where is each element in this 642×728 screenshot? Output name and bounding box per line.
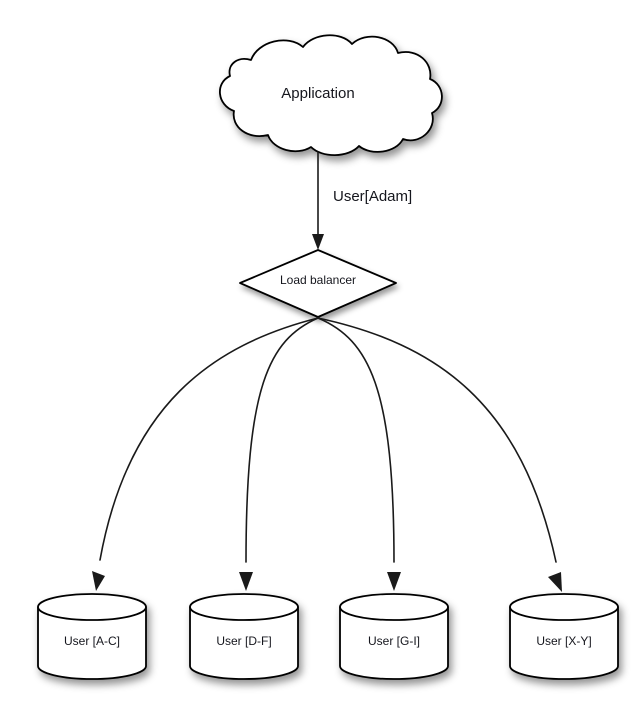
cloud-icon [219, 34, 443, 157]
database-cylinder-icon [189, 593, 299, 680]
node-application[interactable]: Application [219, 34, 443, 157]
db-shard-0[interactable]: User [A-C] [37, 593, 147, 680]
load-balancer-label: Load balancer [280, 273, 356, 287]
arrow-head-icon [92, 571, 105, 591]
db-shard-1[interactable]: User [D-F] [189, 593, 299, 680]
database-cylinder-icon [37, 593, 147, 680]
edge-lb-to-db-1-curve [245, 317, 319, 563]
database-cylinder-icon [509, 593, 619, 680]
db-shard-2[interactable]: User [G-I] [339, 593, 449, 680]
node-load-balancer[interactable]: Load balancer [239, 249, 397, 318]
application-label: Application [281, 85, 354, 102]
edge-lb-to-db-0[interactable] [92, 317, 319, 591]
edge-lb-to-db-2[interactable] [317, 317, 401, 591]
edge-lb-to-db-3[interactable] [317, 317, 562, 592]
arrow-head-icon [312, 234, 324, 250]
db-shard-3-label: User [X-Y] [536, 634, 591, 648]
db-shard-2-label: User [G-I] [368, 634, 420, 648]
edge-app-to-load-balancer[interactable]: User[Adam] [312, 151, 412, 250]
edge-lb-to-db-1[interactable] [239, 317, 319, 591]
edge-lb-to-db-3-curve [317, 317, 557, 563]
db-shard-1-label: User [D-F] [216, 634, 271, 648]
db-shard-0-label: User [A-C] [64, 634, 120, 648]
edge-lb-to-db-2-curve [317, 317, 395, 563]
arrow-head-icon [387, 572, 401, 591]
arrow-head-icon [548, 572, 562, 592]
db-shard-3[interactable]: User [X-Y] [509, 593, 619, 680]
arrow-head-icon [239, 572, 253, 591]
database-cylinder-icon [339, 593, 449, 680]
diamond-icon [239, 249, 397, 318]
edge-lb-to-db-0-curve [99, 317, 319, 561]
edge-app-to-lb-label: User[Adam] [333, 188, 412, 205]
